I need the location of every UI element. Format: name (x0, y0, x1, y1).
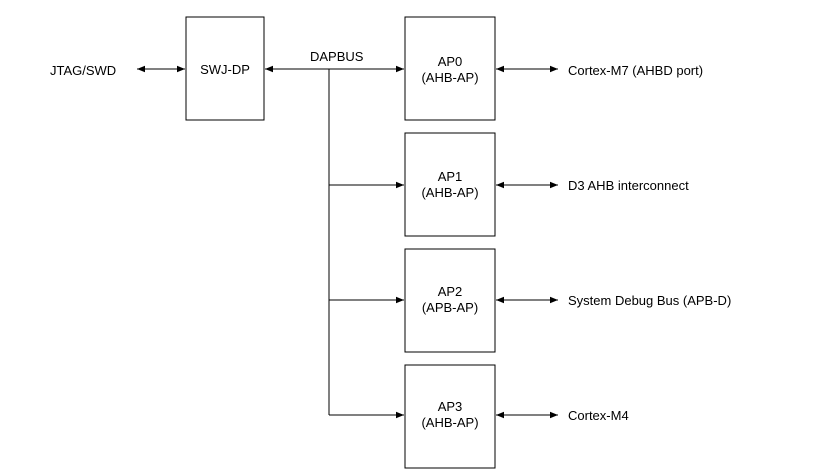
ap3-type: (AHB-AP) (421, 415, 478, 430)
jtag-swd-label: JTAG/SWD (50, 63, 116, 78)
ap2-box (404, 248, 496, 353)
dapbus-label: DAPBUS (310, 49, 364, 64)
ap0-name: AP0 (438, 54, 463, 69)
swj-dp-label: SWJ-DP (200, 62, 250, 77)
ap0-box (404, 16, 496, 121)
ap1-box (404, 132, 496, 237)
ap2-target-label: System Debug Bus (APB-D) (568, 293, 731, 308)
ap1-type: (AHB-AP) (421, 185, 478, 200)
ap1-target-label: D3 AHB interconnect (568, 178, 689, 193)
ap2-type: (APB-AP) (422, 300, 478, 315)
ap0-target-label: Cortex-M7 (AHBD port) (568, 63, 703, 78)
swj-dp-box (185, 16, 265, 121)
ap0-type: (AHB-AP) (421, 70, 478, 85)
ap1-name: AP1 (438, 169, 463, 184)
ap2-name: AP2 (438, 284, 463, 299)
ap3-box (404, 364, 496, 469)
ap3-target-label: Cortex-M4 (568, 408, 629, 423)
ap3-name: AP3 (438, 399, 463, 414)
